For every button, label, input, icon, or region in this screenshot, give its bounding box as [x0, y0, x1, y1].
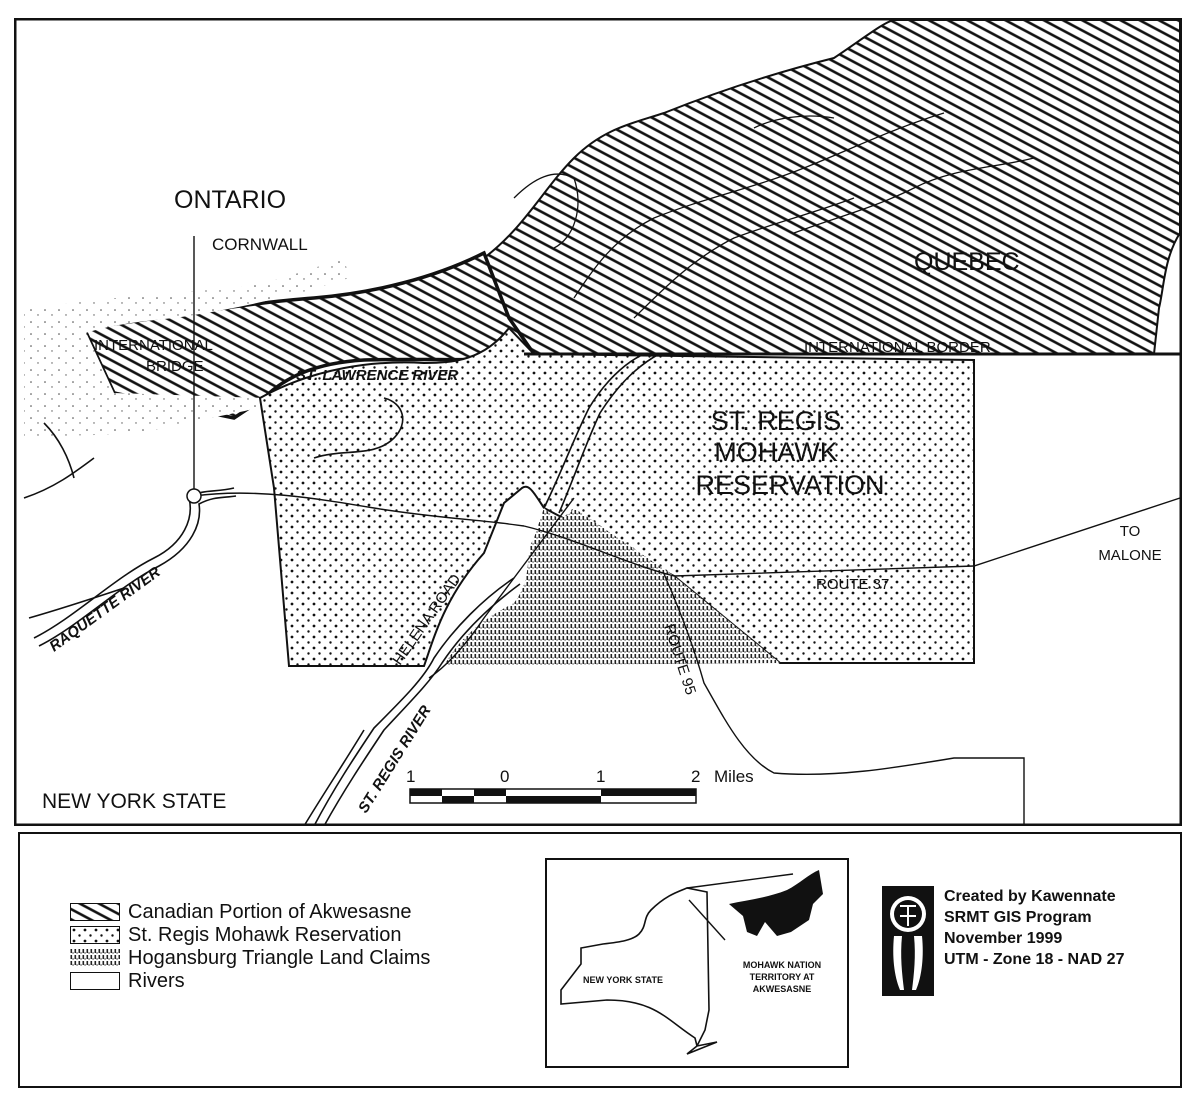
river-bank-speckle-south: [24, 328, 274, 438]
river-bank-speckle: [24, 258, 349, 358]
roads: [193, 236, 1181, 826]
map-panel: ONTARIO CORNWALL QUEBEC INTERNATIONAL BR…: [13, 17, 1183, 827]
legend-panel: Canadian Portion of Akwesasne St. Regis …: [18, 832, 1182, 1088]
inset-canvas: NEW YORK STATE MOHAWK NATION TERRITORY A…: [560, 870, 823, 1055]
credit-lines: Created by Kawennate SRMT GIS Program No…: [944, 886, 1124, 970]
label-new-york-state: NEW YORK STATE: [42, 790, 226, 813]
credit-program: SRMT GIS Program: [944, 909, 1092, 926]
legend-label: Rivers: [128, 969, 185, 992]
legend-item-hogansburg-triangle: Hogansburg Triangle Land Claims: [70, 946, 430, 969]
label-reservation-3: RESERVATION: [695, 470, 884, 500]
akwesasne-territory-silhouette: [729, 870, 823, 936]
route-95: [663, 573, 1025, 826]
inset-label-territory-1: MOHAWK NATION: [743, 960, 821, 970]
new-york-state-outline: [560, 887, 718, 1055]
legend-list: Canadian Portion of Akwesasne St. Regis …: [70, 900, 430, 992]
legend-label: Canadian Portion of Akwesasne: [128, 900, 412, 923]
swatch-blank: [70, 971, 120, 990]
legend-item-canadian-portion: Canadian Portion of Akwesasne: [70, 900, 430, 923]
quebec-channels: [513, 112, 1035, 319]
route-37-east: [523, 497, 1181, 577]
label-reservation-2: MOHAWK: [714, 437, 838, 467]
scale-bar: 1 0 1 2 Miles: [406, 767, 754, 804]
label-reservation-1: ST. REGIS: [711, 406, 842, 436]
bridge-junction-marker: [186, 488, 202, 504]
label-cornwall: CORNWALL: [212, 235, 308, 254]
scale-tick-1-left: 1: [406, 767, 415, 786]
srmt-logo-icon: [882, 886, 934, 996]
inset-label-territory-3: AKWESASNE: [753, 984, 812, 994]
route-37-west: [193, 492, 525, 527]
inset-locator-map: NEW YORK STATE MOHAWK NATION TERRITORY A…: [545, 858, 849, 1068]
legend-item-rivers: Rivers: [70, 969, 430, 992]
credit-block: Created by Kawennate SRMT GIS Program No…: [882, 886, 1124, 996]
hogansburg-triangle-area: [444, 508, 780, 666]
rivers: [23, 353, 660, 827]
legend-label: St. Regis Mohawk Reservation: [128, 923, 402, 946]
label-ontario: ONTARIO: [174, 186, 286, 214]
legend-label: Hogansburg Triangle Land Claims: [128, 946, 431, 969]
credit-projection: UTM - Zone 18 - NAD 27: [944, 951, 1125, 968]
credit-author: Created by Kawennate: [944, 888, 1116, 905]
label-quebec: QUEBEC: [914, 248, 1020, 276]
label-route-37: ROUTE 37: [816, 576, 889, 593]
swatch-vertical-stipple: [70, 948, 120, 967]
map-canvas: ONTARIO CORNWALL QUEBEC INTERNATIONAL BR…: [13, 17, 1183, 827]
scale-tick-0: 0: [500, 767, 509, 786]
label-to-malone-2: MALONE: [1098, 547, 1161, 564]
legend-item-reservation: St. Regis Mohawk Reservation: [70, 923, 430, 946]
swatch-dots: [70, 925, 120, 944]
inset-label-new-york-state: NEW YORK STATE: [583, 975, 663, 985]
label-international-border: INTERNATIONAL BORDER: [804, 339, 991, 356]
reservation-area: [258, 326, 975, 667]
credit-date: November 1999: [944, 930, 1063, 947]
scale-unit: Miles: [714, 767, 754, 786]
label-to-malone-1: TO: [1120, 523, 1141, 540]
label-international-bridge-1: INTERNATIONAL: [94, 337, 213, 354]
swatch-diagonal-hatch: [70, 902, 120, 921]
inset-label-territory-2: TERRITORY AT: [750, 972, 815, 982]
label-st-lawrence-river: ST. LAWRENCE RIVER: [296, 367, 458, 384]
scale-tick-1: 1: [596, 767, 605, 786]
helena-road-line: [428, 497, 575, 679]
label-international-bridge-2: BRIDGE: [146, 358, 204, 375]
scale-tick-2: 2: [691, 767, 700, 786]
